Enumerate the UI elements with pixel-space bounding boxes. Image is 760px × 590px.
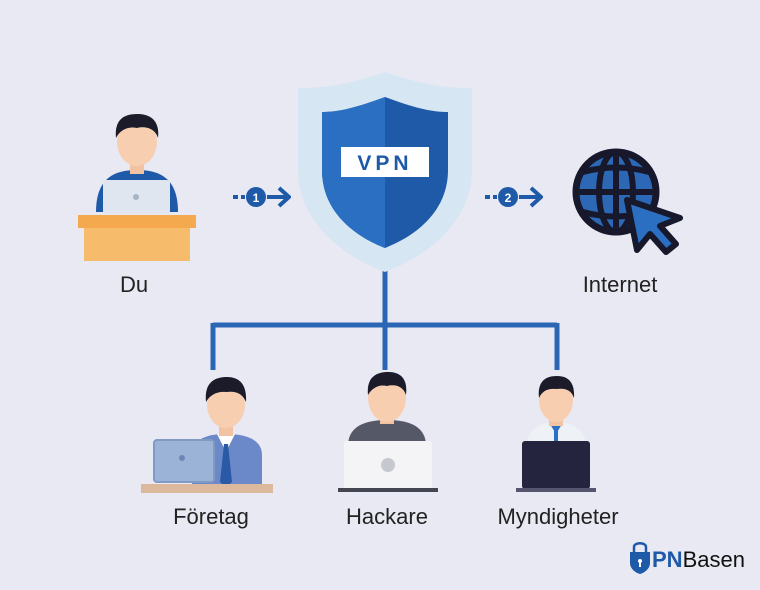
brand-suffix: Basen bbox=[682, 547, 745, 572]
globe-cursor-icon bbox=[572, 148, 683, 255]
step-1-number: 1 bbox=[253, 191, 260, 205]
brand-prefix: PN bbox=[652, 547, 683, 572]
step-1-arrow: 1 bbox=[233, 186, 291, 208]
node-label-internet: Internet bbox=[582, 272, 658, 297]
official-person-icon bbox=[516, 376, 596, 492]
node-label-you: Du bbox=[119, 272, 149, 297]
business-person-icon bbox=[141, 377, 273, 493]
step-2-number: 2 bbox=[505, 191, 512, 205]
vpn-label: VPN bbox=[357, 152, 412, 175]
node-label-company: Företag bbox=[173, 504, 249, 529]
user-at-desk-icon bbox=[78, 114, 196, 261]
connector-lines bbox=[210, 265, 560, 370]
brand-logo: PN Basen bbox=[627, 547, 745, 573]
vpn-label-box bbox=[341, 147, 429, 177]
vpn-shield-icon: VPN bbox=[298, 72, 472, 272]
step-2-arrow: 2 bbox=[485, 186, 543, 208]
node-label-hacker: Hackare bbox=[346, 504, 428, 529]
hacker-person-icon bbox=[338, 372, 438, 492]
brand-lock-icon bbox=[630, 542, 650, 574]
node-label-authority: Myndigheter bbox=[497, 504, 619, 529]
